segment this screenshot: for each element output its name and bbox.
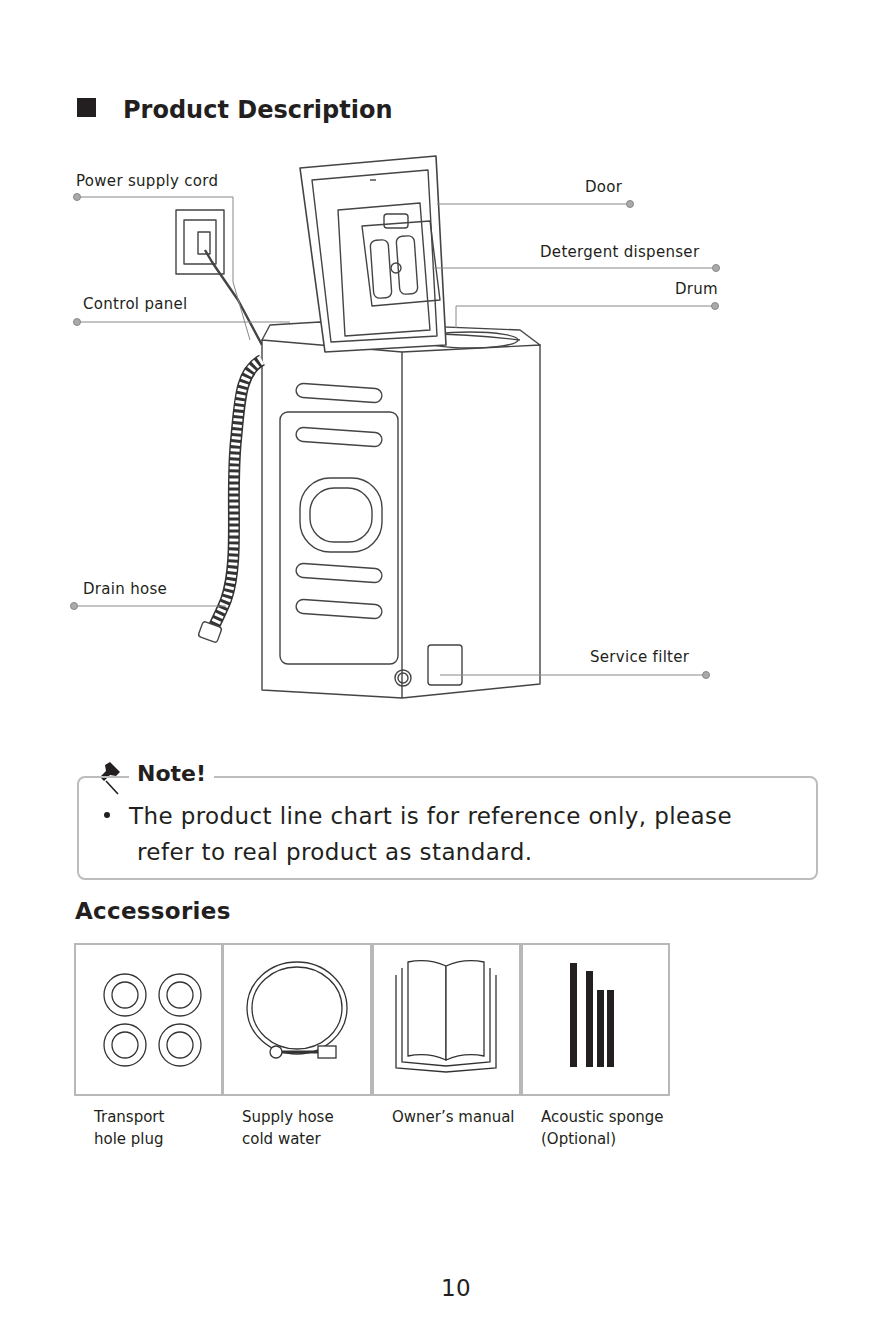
accessory-label: Owner’s manual [392, 1106, 515, 1128]
note-box: Note!The product line chart is for refer… [77, 776, 818, 880]
part-label: Service filter [590, 648, 689, 666]
part-label: Drum [675, 280, 718, 298]
page-number: 10 [441, 1275, 471, 1301]
transport-plugs [104, 974, 201, 1066]
heading-square [77, 98, 96, 117]
accessory-label: Transport hole plug [94, 1106, 194, 1150]
accessory-cell: Owner’s manual [372, 943, 521, 1096]
accessory-label: Supply hose cold water [242, 1106, 352, 1150]
part-label: Power supply cord [76, 172, 218, 190]
part-label: Control panel [83, 295, 188, 313]
note-body: The product line chart is for reference … [129, 798, 787, 870]
section-heading: Accessories [75, 898, 231, 924]
accessory-cell: Transport hole plug [74, 943, 223, 1096]
acoustic-sponges [570, 963, 614, 1067]
page-title: Product Description [123, 96, 392, 124]
note-heading: Note! [129, 761, 214, 786]
washing-machine [176, 156, 540, 698]
part-label: Detergent dispenser [540, 243, 699, 261]
accessory-label: Acoustic sponge (Optional) [541, 1106, 668, 1150]
bullet [104, 812, 110, 818]
accessory-cell: Supply hose cold water [222, 943, 372, 1096]
supply-hose [247, 962, 347, 1058]
leader-lines [71, 194, 720, 679]
part-label: Door [585, 178, 622, 196]
part-label: Drain hose [83, 580, 167, 598]
accessory-cell: Acoustic sponge (Optional) [521, 943, 670, 1096]
manual-book [396, 961, 496, 1072]
pin-icon [100, 762, 120, 818]
